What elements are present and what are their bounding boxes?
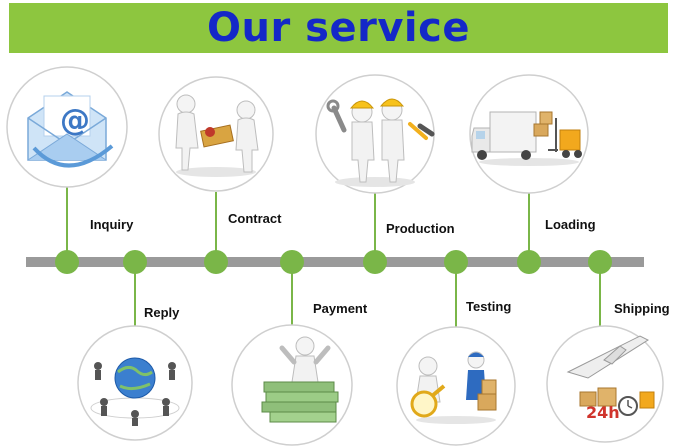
title-banner: Our service [9, 3, 668, 53]
node-loading [517, 250, 541, 274]
label-inquiry: Inquiry [90, 217, 134, 232]
email-icon: @ [27, 91, 114, 168]
step-circle-loading [469, 74, 589, 194]
label-payment: Payment [313, 301, 368, 316]
node-payment [280, 250, 304, 274]
label-shipping: Shipping [614, 301, 670, 316]
handshake-contract-icon [175, 94, 259, 177]
label-production: Production [386, 221, 455, 236]
page-title: Our service [207, 5, 470, 51]
step-circle-inquiry: @ [6, 66, 128, 188]
label-contract: Contract [228, 211, 282, 226]
node-testing [444, 250, 468, 274]
step-circle-payment [231, 324, 353, 446]
node-reply [123, 250, 147, 274]
globe-network-icon [90, 357, 180, 426]
step-circle-contract [158, 76, 274, 192]
airplane-cargo-icon: 24h [566, 335, 655, 422]
label-testing: Testing [466, 299, 511, 314]
step-circle-production [315, 74, 435, 194]
step-circle-testing [396, 326, 516, 446]
timeline-bar [26, 257, 644, 267]
magnifier-inspection-icon [410, 351, 497, 424]
label-loading: Loading [545, 217, 596, 232]
node-inquiry [55, 250, 79, 274]
svg-text:@: @ [60, 103, 90, 138]
node-contract [204, 250, 228, 274]
svg-text:24h: 24h [586, 403, 620, 422]
node-production [363, 250, 387, 274]
step-circle-reply [77, 325, 193, 441]
step-circle-shipping: 24h [546, 325, 664, 443]
label-reply: Reply [144, 305, 180, 320]
workers-tools-icon [326, 98, 435, 187]
money-stack-icon [261, 336, 339, 423]
node-shipping [588, 250, 612, 274]
truck-forklift-icon [471, 111, 582, 166]
